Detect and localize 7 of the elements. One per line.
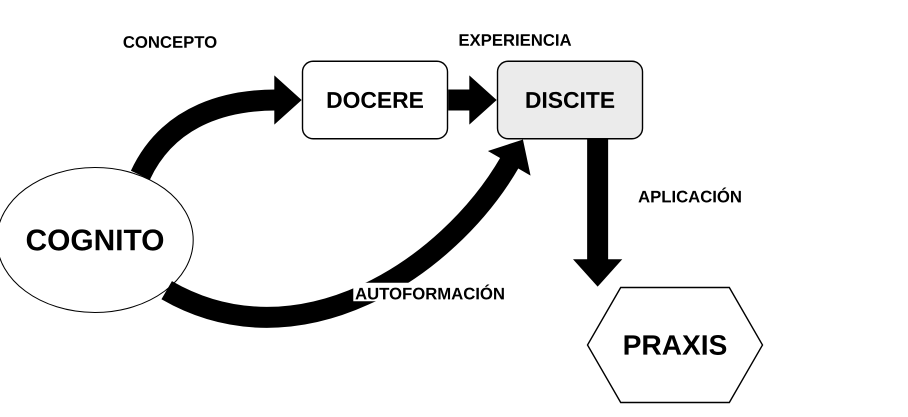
edge-label: EXPERIENCIA bbox=[456, 32, 574, 48]
edge-label: AUTOFORMACIÓN bbox=[353, 282, 507, 302]
process-box: DOCERE bbox=[302, 60, 448, 140]
edge-label: APLICACIÓN bbox=[636, 186, 744, 204]
edge-label: CONCEPTO bbox=[121, 34, 219, 50]
process-box: DISCITE bbox=[496, 60, 644, 140]
hexagon-node: PRAXIS bbox=[586, 286, 764, 404]
